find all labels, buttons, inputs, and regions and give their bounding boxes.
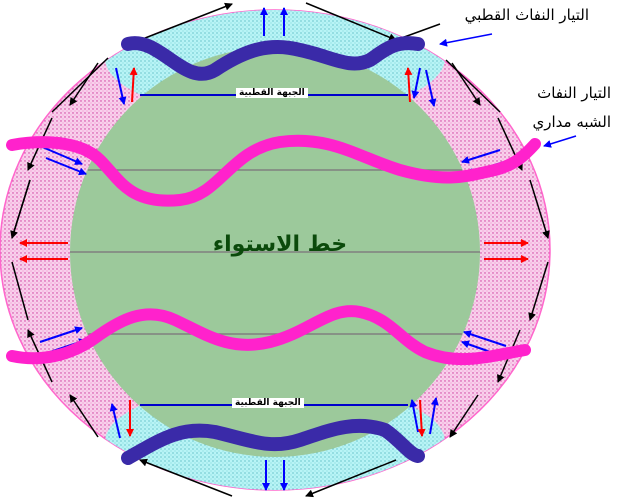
polar-red-arrows <box>126 67 426 437</box>
north-polar-front-label: الجبهة القطبية <box>236 88 308 98</box>
south-subtropical-jet-stream <box>6 305 531 366</box>
subtropical-jet-label-line1: التيار النفاث <box>537 84 611 102</box>
south-polar-jet-stream <box>121 418 425 465</box>
circulation-arrows <box>10 2 550 498</box>
north-polar-jet-stream <box>121 36 425 81</box>
subtropical-jet-label-line2: الشبه مداري <box>532 113 611 131</box>
equator-wind-arrows <box>19 239 529 263</box>
south-polar-front-label: الجبهة القطبية <box>232 398 304 408</box>
polar-jet-label: التيار النفاث القطبي <box>464 6 589 24</box>
equator-label: خط الاستواء <box>212 232 348 257</box>
north-subtropical-jet-stream <box>6 134 541 207</box>
polar-jet-pointer <box>439 33 493 47</box>
subtropical-jet-pointer <box>543 135 577 148</box>
polar-cell-arrows <box>109 7 439 491</box>
